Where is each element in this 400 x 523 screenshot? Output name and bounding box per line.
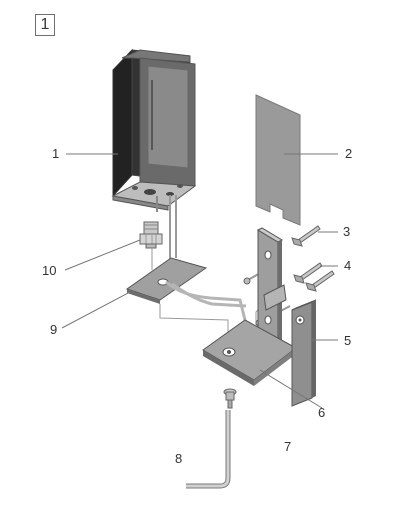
wall-plugs xyxy=(291,225,335,292)
mast-strap xyxy=(291,299,317,407)
housing-cables xyxy=(156,195,177,260)
allen-key xyxy=(186,410,231,489)
mounting-plate xyxy=(202,319,297,386)
leader-lines xyxy=(61,153,338,409)
callout-10: 10 xyxy=(42,263,57,278)
callout-6: 6 xyxy=(318,405,326,420)
callout-8: 8 xyxy=(175,451,183,466)
callout-4: 4 xyxy=(344,258,352,273)
cable-plate xyxy=(125,248,208,304)
step-number-box: 1 xyxy=(35,14,55,36)
callout-1: 1 xyxy=(52,146,60,161)
bolt xyxy=(223,388,237,409)
callout-5: 5 xyxy=(344,333,352,348)
callout-3: 3 xyxy=(343,224,351,239)
leader-line-6 xyxy=(259,369,323,409)
callout-2: 2 xyxy=(345,146,353,161)
routed-cable xyxy=(165,280,247,321)
adhesive-pad xyxy=(255,94,301,226)
coax-connector xyxy=(139,221,163,249)
callout-9: 9 xyxy=(50,322,58,337)
wall-bracket xyxy=(256,227,287,351)
leader-line-10 xyxy=(64,239,141,271)
antenna-housing xyxy=(111,48,197,211)
leader-line-9 xyxy=(61,291,131,329)
callout-7: 7 xyxy=(284,439,292,454)
